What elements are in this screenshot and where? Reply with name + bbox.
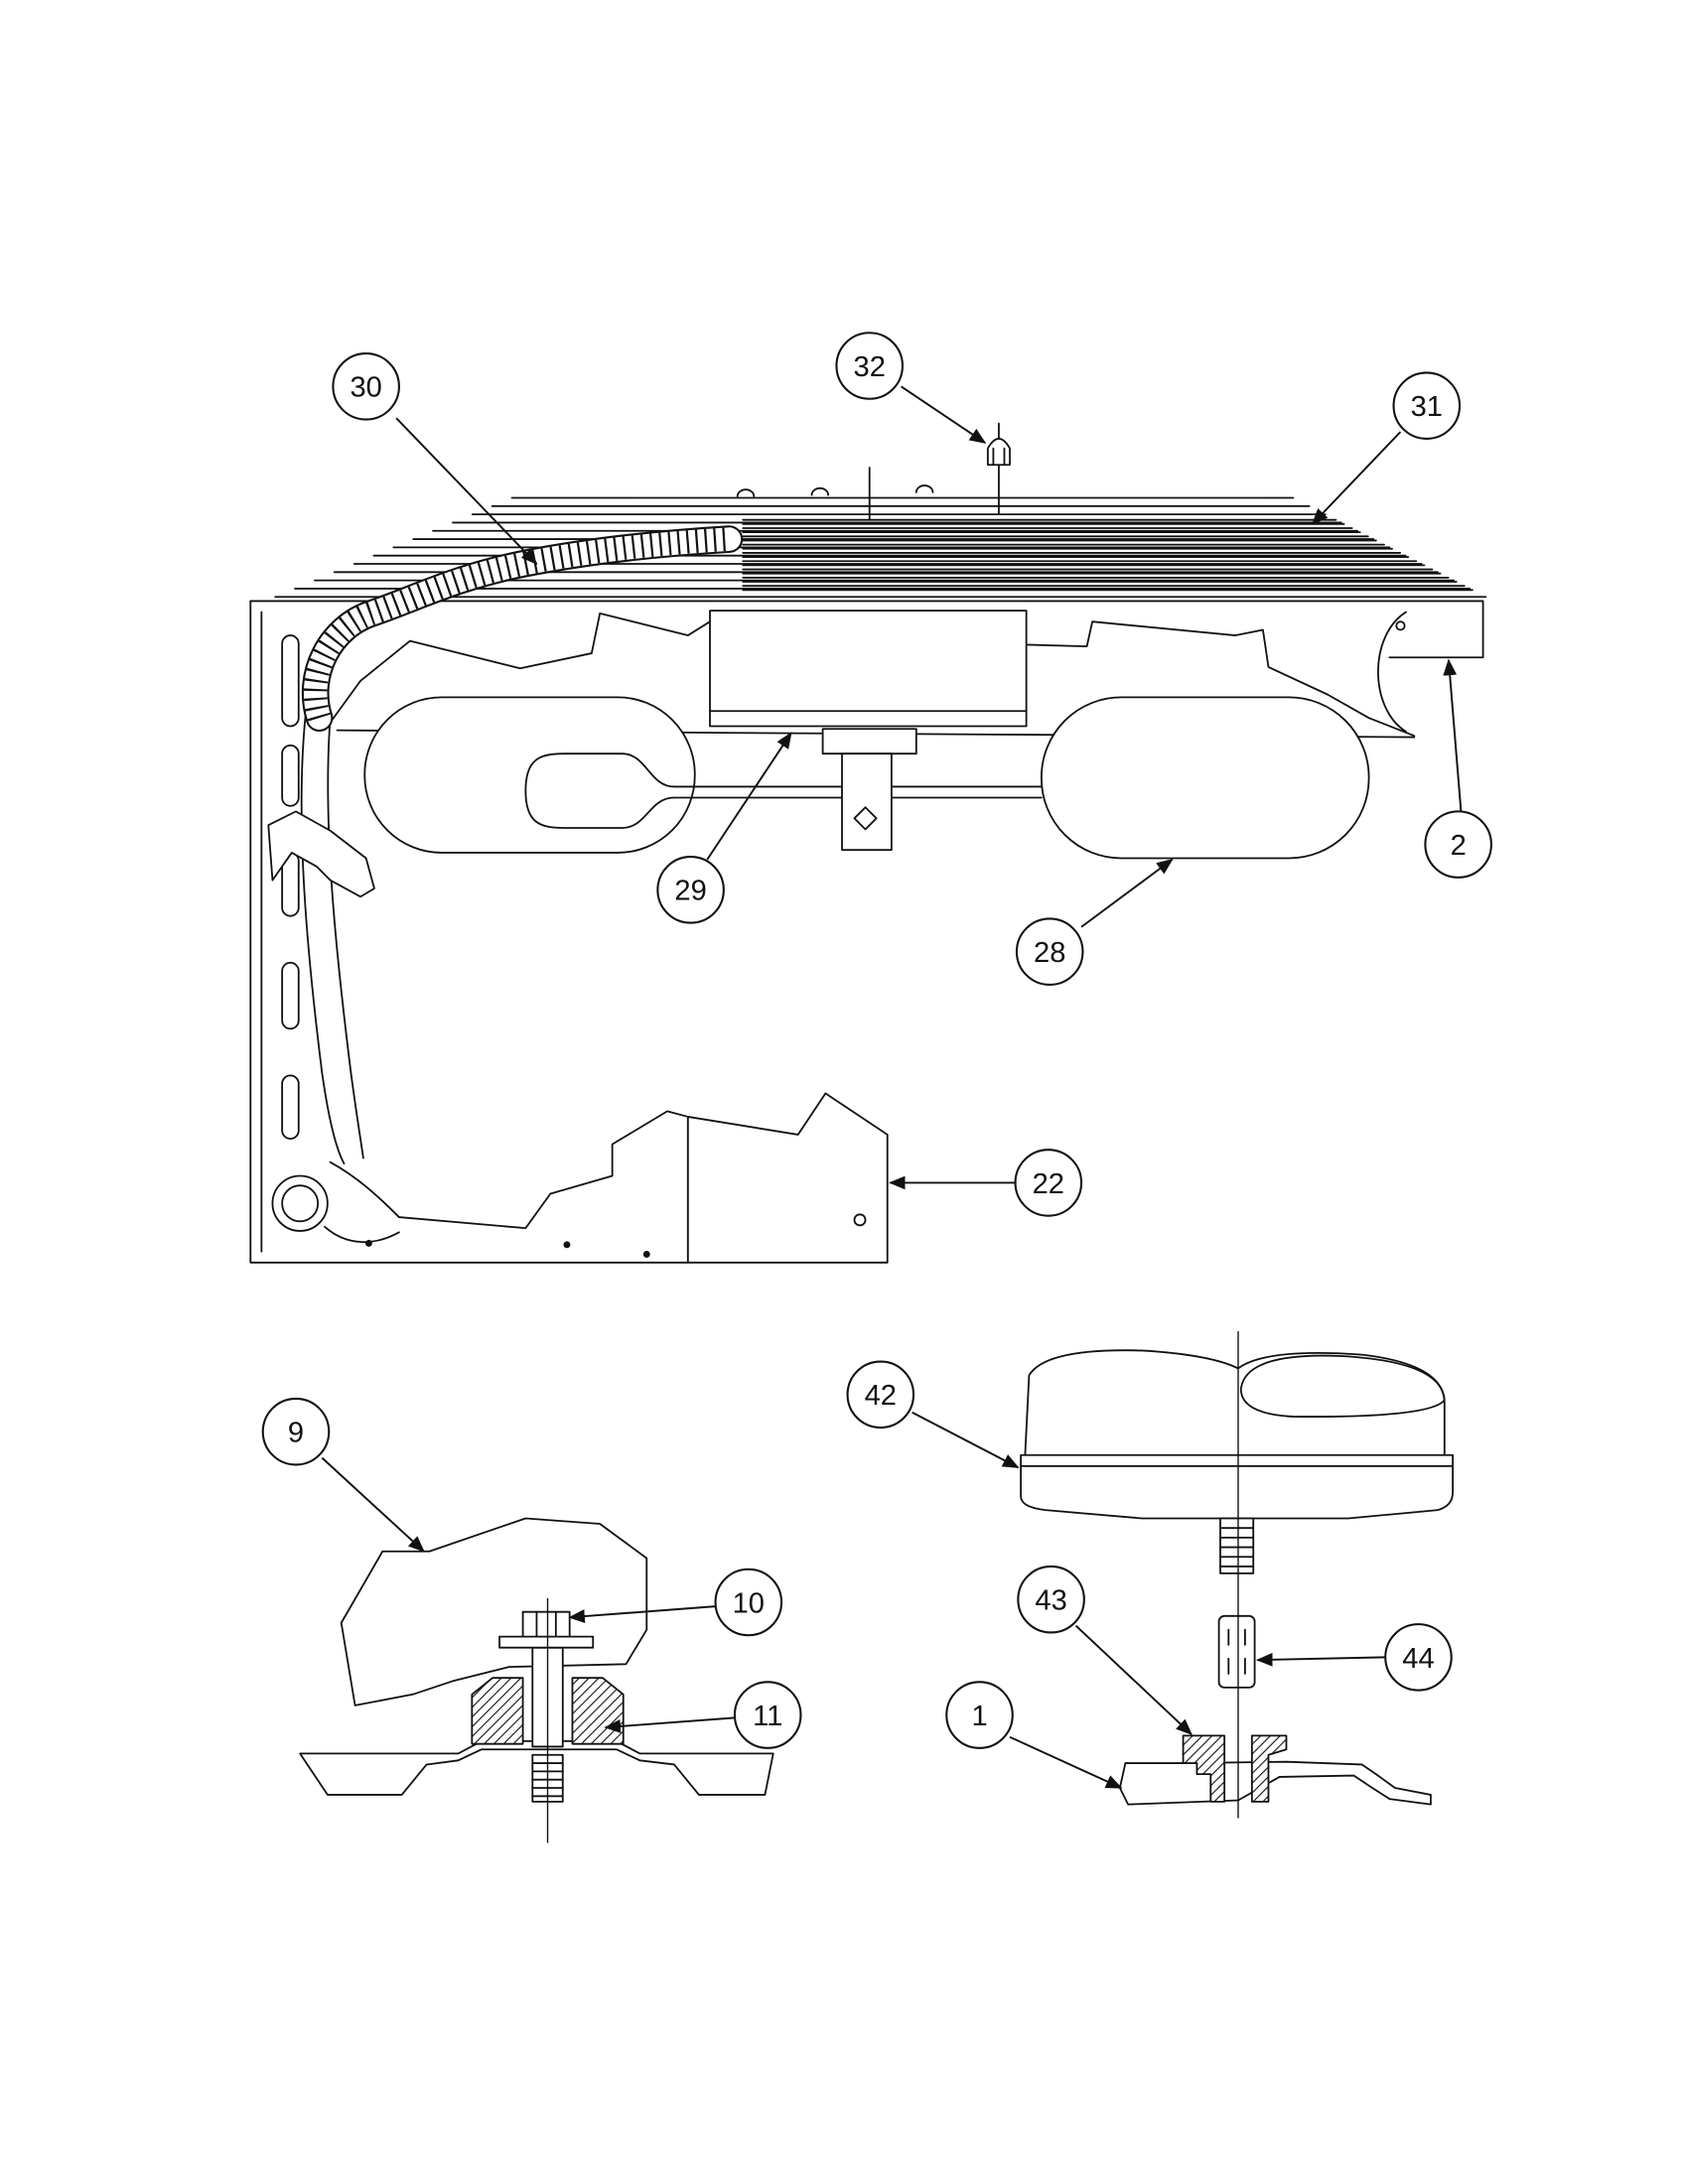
- callout-10: 10: [568, 1568, 783, 1637]
- bolt-head: [521, 1610, 571, 1638]
- callout-31: 31: [1311, 371, 1462, 525]
- callout-number: 42: [865, 1380, 897, 1412]
- callout-30: 30: [332, 352, 538, 566]
- callout-circle: [332, 352, 400, 421]
- callout-number: 30: [350, 372, 381, 404]
- callout-number: 22: [1033, 1168, 1064, 1200]
- leader-line: [395, 417, 538, 566]
- callout-circle: [261, 1397, 331, 1466]
- rubber-foot: [1020, 1349, 1455, 1574]
- compressor-foot: [340, 1517, 648, 1706]
- leader-line: [1311, 431, 1402, 525]
- callout-circle: [1017, 1565, 1085, 1634]
- grommet-right: [1250, 1734, 1288, 1803]
- compressor-mount-detail: [299, 1517, 774, 1843]
- callout-number: 11: [753, 1701, 782, 1732]
- leader-line: [1009, 1735, 1123, 1789]
- callout-circle: [846, 1360, 915, 1430]
- callout-number: 29: [674, 876, 706, 907]
- callout-circle: [1015, 917, 1084, 986]
- compressor-section: [398, 1092, 889, 1264]
- callout-circle: [1424, 810, 1492, 879]
- leader-line: [706, 732, 792, 861]
- cap-nut: [986, 422, 1011, 516]
- callout-circle: [733, 1681, 802, 1749]
- leader-line: [1080, 859, 1174, 928]
- washer: [498, 1635, 595, 1649]
- callout-1: 1: [945, 1681, 1123, 1789]
- callout-circle: [835, 332, 904, 400]
- callout-number: 1: [971, 1701, 987, 1732]
- base-plate: [299, 1740, 774, 1796]
- grommet-right: [571, 1677, 625, 1745]
- callout-43: 43: [1017, 1565, 1193, 1735]
- callout-circle: [656, 856, 725, 924]
- main-assembly: [249, 422, 1487, 1264]
- callout-number: 32: [854, 351, 886, 383]
- callout-32: 32: [835, 332, 987, 444]
- leader-line: [912, 1411, 1020, 1469]
- callout-28: 28: [1015, 859, 1174, 986]
- side-panel: [267, 634, 650, 1258]
- callout-11: 11: [604, 1681, 802, 1749]
- callout-number: 9: [288, 1418, 304, 1449]
- callout-9: 9: [261, 1397, 425, 1553]
- blower-housing: [363, 696, 1370, 860]
- callout-circle: [714, 1568, 783, 1637]
- leader-line: [1074, 1624, 1193, 1735]
- grommet-left: [471, 1677, 524, 1745]
- leader-line: [604, 1716, 736, 1733]
- grommet-left: [1182, 1734, 1226, 1803]
- leader-line: [901, 385, 987, 444]
- flexible-tubing: [301, 525, 744, 733]
- leader-line: [1256, 1652, 1386, 1667]
- callout-number: 10: [733, 1587, 765, 1619]
- insert: [1217, 1614, 1256, 1689]
- callout-circle: [1014, 1149, 1083, 1217]
- callout-2: 2: [1424, 658, 1492, 879]
- callout-number: 44: [1402, 1643, 1434, 1675]
- foot-mount-detail: [1020, 1331, 1455, 1819]
- callout-number: 28: [1034, 937, 1065, 969]
- callout-44: 44: [1256, 1623, 1453, 1692]
- callout-number: 2: [1451, 830, 1467, 862]
- leader-line: [321, 1456, 425, 1553]
- leader-line: [1443, 658, 1463, 812]
- callout-number: 31: [1411, 391, 1443, 423]
- callout-circle: [1392, 371, 1462, 440]
- callout-29: 29: [656, 732, 792, 924]
- callout-22: 22: [889, 1149, 1083, 1217]
- fan-motor: [709, 610, 1028, 852]
- callout-42: 42: [846, 1360, 1020, 1469]
- callout-number: 43: [1035, 1585, 1066, 1617]
- callout-circle: [945, 1681, 1014, 1749]
- callout-circle: [1384, 1623, 1453, 1692]
- leader-line: [568, 1605, 716, 1623]
- coil-top-bumps: [736, 484, 934, 498]
